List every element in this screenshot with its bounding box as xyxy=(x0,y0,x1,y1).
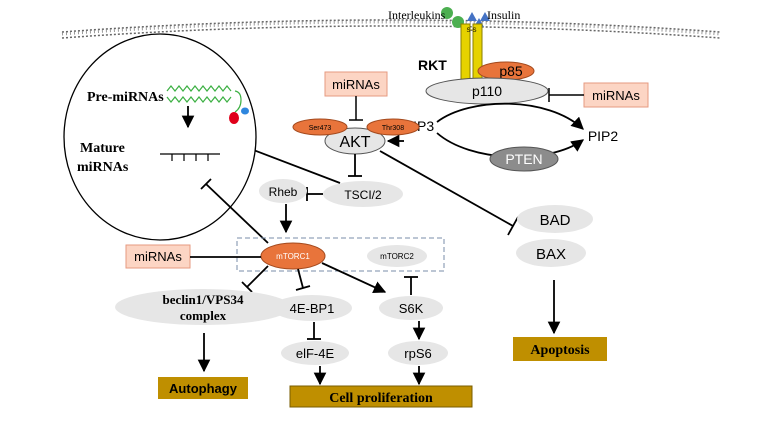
nucleus: Pre-miRNAs Mature miRNAs xyxy=(63,33,257,241)
eif4e-node xyxy=(281,341,349,365)
mirna-box-left-label: miRNAs xyxy=(134,249,182,264)
s6k-label: S6K xyxy=(399,301,424,316)
akt-to-bad-inhibition xyxy=(379,150,514,227)
eif4e-label: elF-4E xyxy=(296,346,335,361)
autophagy-label: Autophagy xyxy=(169,381,238,396)
s6k-node xyxy=(379,296,443,320)
mirna-box-top-label: miRNAs xyxy=(332,77,380,92)
receptor-disulfide-mark: S-S xyxy=(466,28,476,34)
mtorc1-to-s6k-arrow xyxy=(321,262,387,293)
bad-node xyxy=(517,205,593,233)
tsc-node xyxy=(323,181,403,207)
mirna-box-right-label: miRNAs xyxy=(592,88,640,103)
blue-protein-icon xyxy=(241,107,249,115)
4ebp1-label: 4E-BP1 xyxy=(290,301,335,316)
cell-membrane xyxy=(61,19,721,39)
beclin-node xyxy=(115,289,291,325)
bax-node xyxy=(516,239,586,267)
tsc-label: TSCI/2 xyxy=(344,188,382,202)
beclin-label-2: complex xyxy=(180,308,227,323)
rheb-node xyxy=(259,179,307,203)
p110-label: p110 xyxy=(472,83,502,99)
rps6-label: rpS6 xyxy=(404,346,431,361)
rheb-label: Rheb xyxy=(269,185,298,199)
thr308-label: Thr308 xyxy=(382,125,404,132)
mtorc1-to-nucleus-inhibition xyxy=(205,183,269,244)
pten-node xyxy=(489,146,559,172)
akt-label: AKT xyxy=(339,134,370,151)
apoptosis-box xyxy=(513,337,607,361)
pre-mirna-label: Pre-miRNAs xyxy=(87,90,164,105)
bax-label: BAX xyxy=(536,246,566,263)
autophagy-box xyxy=(158,377,248,399)
bad-label: BAD xyxy=(540,212,571,229)
mtorc1-node xyxy=(260,242,326,270)
receptor-label: RKT xyxy=(418,57,447,73)
mature-mirna-label-1: Mature xyxy=(80,141,125,156)
beclin-label-1: beclin1/VPS34 xyxy=(163,292,244,307)
ser473-node xyxy=(292,118,348,136)
pten-label: PTEN xyxy=(505,151,542,167)
pip2-to-pip3-arrow xyxy=(436,102,584,130)
pre-mirna-hairpin xyxy=(166,85,232,92)
pip2-label: PIP2 xyxy=(588,128,619,144)
mature-mirna-label-2: miRNAs xyxy=(77,160,129,175)
mtorc1-to-4ebp1-inhibition xyxy=(297,268,304,289)
proliferation-box xyxy=(289,385,473,408)
mature-mirna-fragments xyxy=(160,153,220,161)
rps6-node xyxy=(388,341,448,365)
red-protein-icon xyxy=(229,112,239,124)
ser473-label: Ser473 xyxy=(309,125,332,132)
p85-label: p85 xyxy=(499,63,523,79)
proliferation-label: Cell proliferation xyxy=(329,391,433,406)
mtorc1-to-beclin-inhibition xyxy=(246,265,269,288)
mtorc2-label: mTORC2 xyxy=(380,252,414,261)
apoptosis-label: Apoptosis xyxy=(530,343,590,358)
insulin-label: Insulin xyxy=(487,8,520,22)
interleukins-label: Interleukins xyxy=(388,8,446,22)
mtorc1-label: mTORC1 xyxy=(276,252,310,261)
4ebp1-node xyxy=(272,295,352,321)
mtorc2-node xyxy=(367,245,427,267)
